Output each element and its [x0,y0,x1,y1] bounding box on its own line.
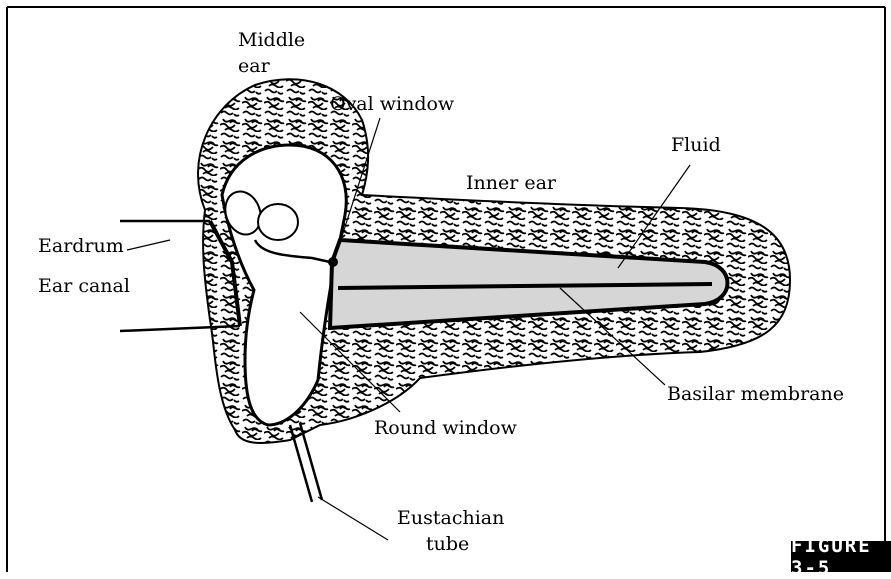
label-eustachian-line2: tube [426,533,469,555]
label-round-window: Round window [374,417,518,439]
label-middle-ear-line2: ear [238,55,271,77]
leader-eardrum [127,240,170,250]
figure-label-badge: FIGURE 3-5 [791,541,891,572]
leader-eustachian-tube [318,497,388,540]
label-eustachian-line1: Eustachian [397,507,504,529]
label-middle-ear-line1: Middle [238,29,305,51]
label-inner-ear: Inner ear [466,172,557,194]
label-fluid: Fluid [671,134,721,156]
label-basilar-membrane: Basilar membrane [667,383,844,405]
eustachian-tube-left [290,425,312,502]
eustachian-tube-right [300,423,322,500]
label-ear-canal: Ear canal [38,275,130,297]
label-eardrum: Eardrum [38,235,124,257]
oval-window-spot [328,257,338,267]
label-oval-window: Oval window [330,93,455,115]
incus [258,204,298,240]
